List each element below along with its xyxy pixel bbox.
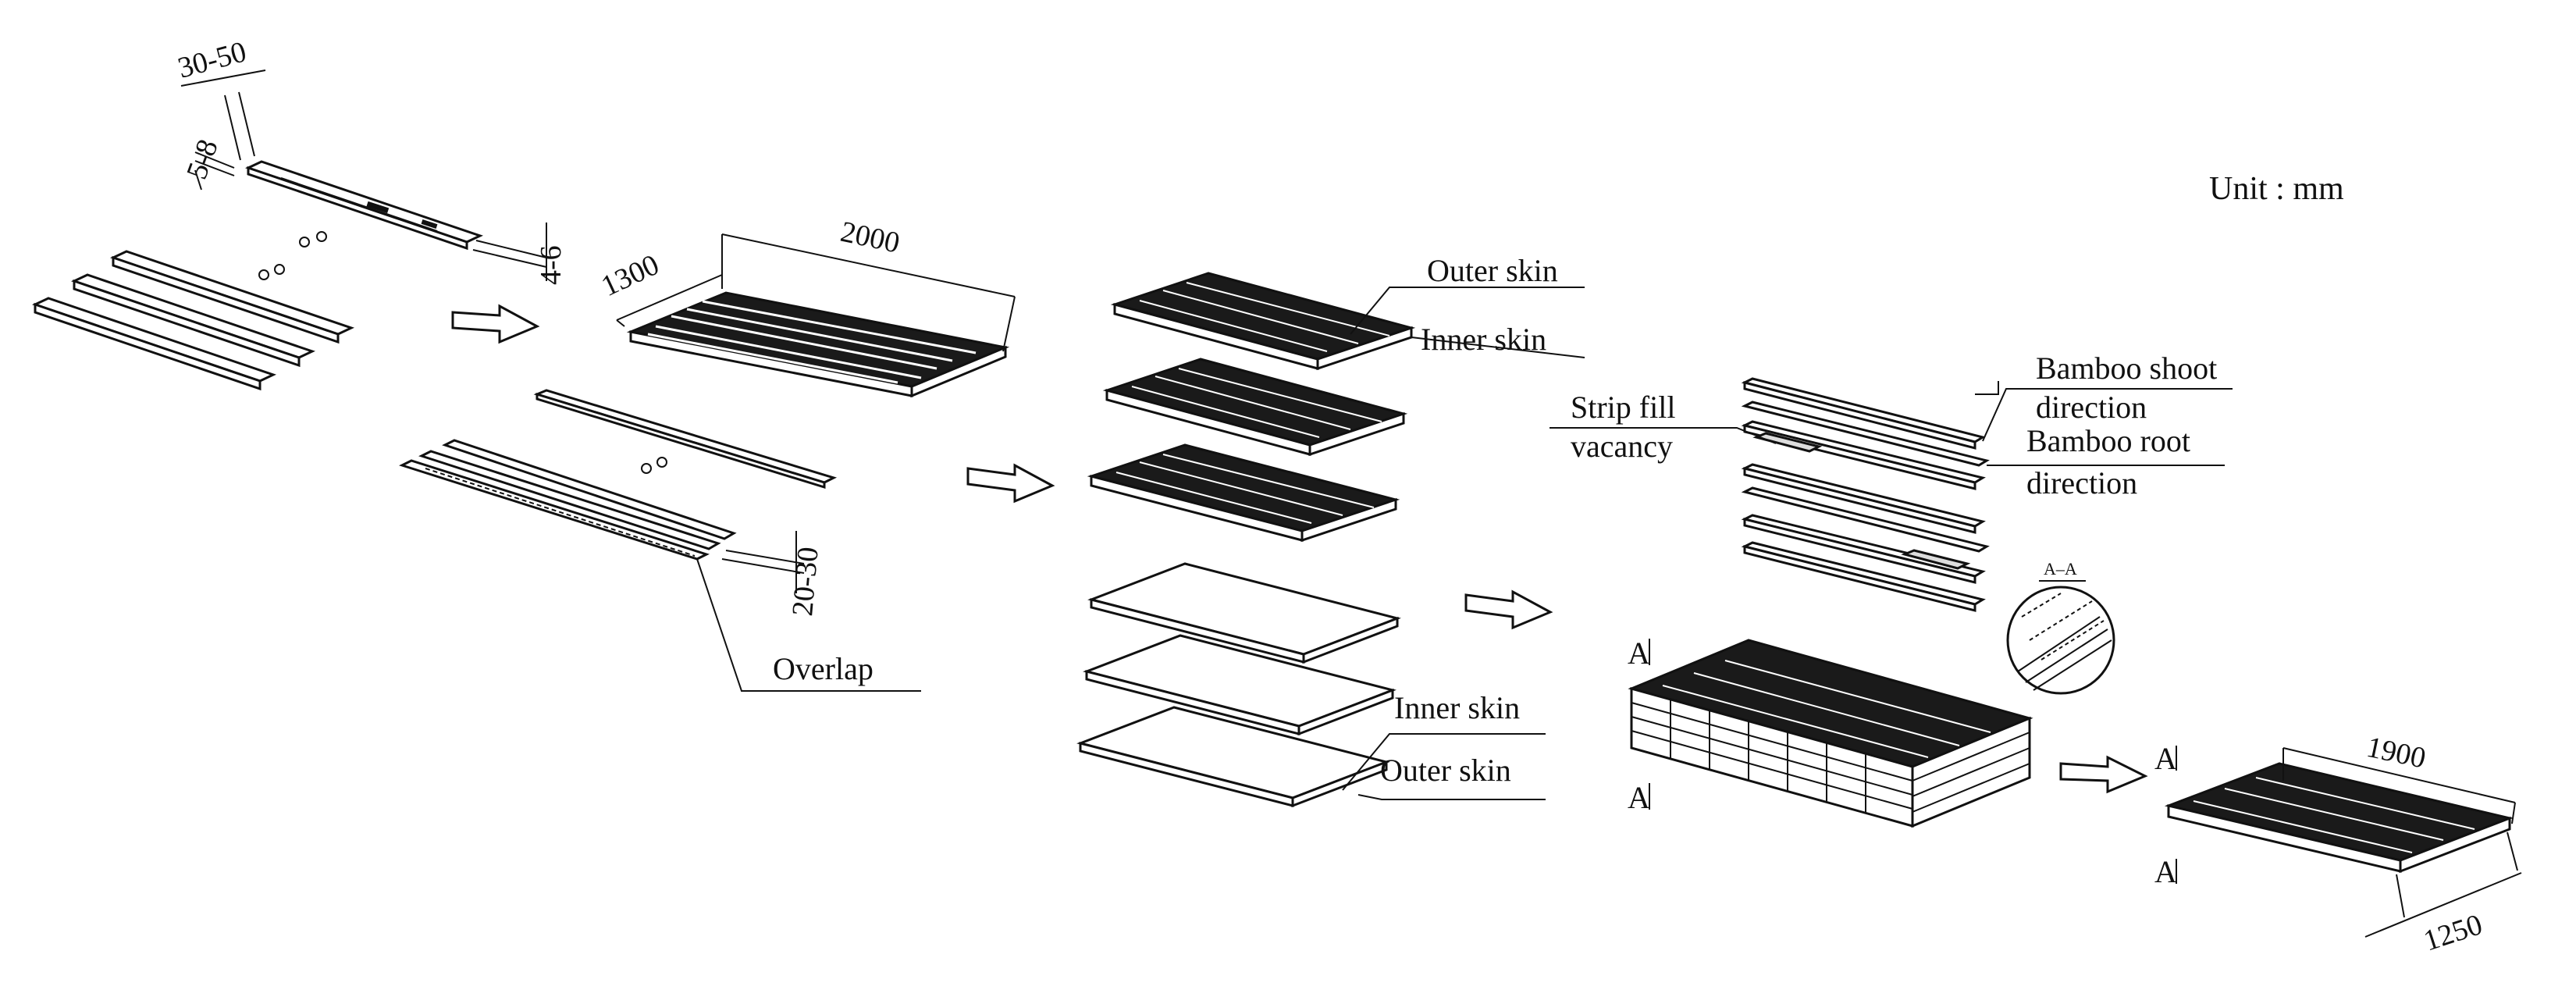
detail-bracket-4 bbox=[1741, 514, 1986, 584]
dim-overlap-width-text: 20-30 bbox=[786, 546, 825, 618]
bamboo-strip-1 bbox=[110, 250, 354, 344]
section-mark-final-bottom: A bbox=[2154, 854, 2177, 889]
stage-5-block: A A A–A bbox=[1628, 559, 2115, 828]
dimension-strip-gap: 4-6 bbox=[472, 223, 568, 285]
arrow-4-icon bbox=[2059, 755, 2148, 794]
label-strip-fill-2: vacancy bbox=[1571, 429, 1673, 464]
bamboo-strip-2 bbox=[71, 273, 315, 368]
mat-layer-2 bbox=[1102, 358, 1408, 457]
section-mark-top: A bbox=[1628, 636, 1650, 671]
label-inner-skin-bottom: Inner skin bbox=[1394, 690, 1520, 725]
label-overlap: Overlap bbox=[773, 651, 873, 686]
dim-strip-gap-text: 4-6 bbox=[535, 245, 568, 285]
detail-bracket-1 bbox=[1741, 377, 1999, 467]
detail-bracket-3 bbox=[1741, 463, 1990, 553]
bamboo-strip-3 bbox=[32, 297, 276, 391]
stage-2-mat: 1300 2000 bbox=[596, 215, 1016, 398]
dimension-strip-thickness: 5-8 bbox=[180, 135, 235, 190]
stage-3-stack: Outer skin Inner skin Inner skin Outer s… bbox=[1076, 253, 1585, 808]
stage-6-final-panel: 1900 1250 A A bbox=[2154, 731, 2522, 958]
label-outer-skin-bottom: Outer skin bbox=[1380, 753, 1511, 788]
section-detail: A–A bbox=[2006, 559, 2115, 695]
veneer-strip-top bbox=[533, 389, 838, 490]
section-mark-final-top: A bbox=[2154, 741, 2177, 776]
detail-bracket-2 bbox=[1741, 420, 1986, 490]
veneer-layer-1 bbox=[1087, 562, 1401, 664]
veneer-strip-overlap-pair bbox=[399, 439, 737, 561]
label-bamboo-root-1: Bamboo root bbox=[2026, 423, 2190, 458]
ellipsis-dots bbox=[258, 231, 327, 280]
stage-1-strips: 30-50 5-8 4-6 bbox=[32, 35, 568, 391]
mat-layer-1 bbox=[1110, 272, 1416, 371]
unit-label: Unit : mm bbox=[2209, 171, 2344, 207]
arrow-2-icon bbox=[966, 463, 1055, 504]
stage-2-veneer-strips: Overlap 20-30 bbox=[399, 389, 921, 692]
dim-strip-thickness-text: 5-8 bbox=[180, 135, 225, 183]
veneer-layer-2 bbox=[1083, 634, 1397, 736]
label-bamboo-shoot-2: direction bbox=[2036, 390, 2147, 425]
label-inner-skin-top: Inner skin bbox=[1421, 322, 1546, 357]
bamboo-strip-top bbox=[244, 160, 484, 251]
arrow-3-icon bbox=[1464, 589, 1553, 630]
section-mark-bottom: A bbox=[1628, 780, 1650, 815]
detail-bracket-5 bbox=[1741, 541, 1986, 612]
dim-strip-width-text: 30-50 bbox=[174, 35, 250, 85]
label-outer-skin-top: Outer skin bbox=[1427, 253, 1558, 288]
dim-final-width-text: 1250 bbox=[2420, 908, 2486, 957]
mat-layer-3 bbox=[1087, 443, 1400, 543]
label-bamboo-shoot-1: Bamboo shoot bbox=[2036, 351, 2217, 386]
section-title: A–A bbox=[2044, 559, 2077, 579]
dim-final-length-text: 1900 bbox=[2364, 731, 2428, 775]
dim-mat-length-text: 2000 bbox=[838, 215, 902, 260]
arrow-1-icon bbox=[451, 304, 540, 344]
veneer-layer-3 bbox=[1076, 706, 1390, 808]
dim-mat-width-text: 1300 bbox=[596, 248, 664, 303]
label-bamboo-root-2: direction bbox=[2026, 465, 2137, 500]
dimension-strip-width: 30-50 bbox=[174, 35, 266, 161]
label-strip-fill-1: Strip fill bbox=[1571, 390, 1675, 425]
stage-4-direction-detail: Bamboo shoot direction Bamboo root direc… bbox=[1550, 351, 2233, 612]
